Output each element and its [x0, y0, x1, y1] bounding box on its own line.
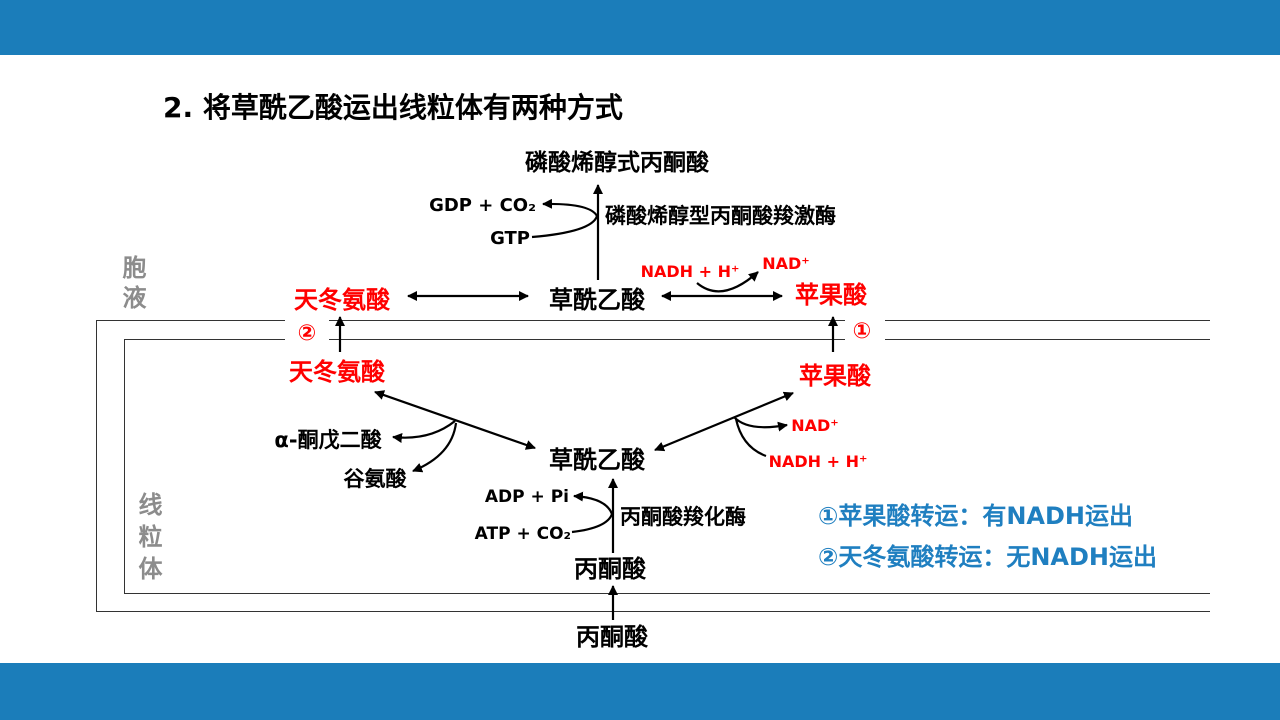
slide-title: 2. 将草酰乙酸运出线粒体有两种方式 [163, 91, 623, 124]
malate-transport-mark: ① [853, 319, 872, 344]
aspartate-mito-label: 天冬氨酸 [289, 358, 386, 386]
pyruvate-mito-label: 丙酮酸 [574, 555, 647, 583]
inner-mitochondrial-membrane [124, 339, 1210, 594]
aspartate-cytosol-label: 天冬氨酸 [294, 286, 391, 314]
aspartate-transport-mark: ② [298, 321, 317, 346]
glutamate-label: 谷氨酸 [344, 467, 408, 491]
top-banner [0, 0, 1280, 55]
arrow-atp-to-adp [571, 491, 614, 534]
outer-mitochondrial-membrane [96, 320, 1210, 612]
nadh-cytosol-label: NADH + H⁺ [641, 262, 740, 281]
legend-aspartate-shuttle: ②天冬氨酸转运：无NADH运出 [818, 543, 1157, 571]
arrow-nadh-to-nad-cytosol [696, 271, 759, 293]
bottom-banner [0, 663, 1280, 720]
nad-mito-label: NAD⁺ [791, 416, 839, 435]
adp-pi-label: ADP + Pi [485, 487, 569, 507]
pyruvate-cytosol-label: 丙酮酸 [576, 623, 649, 651]
alpha-kg-label: α-酮戊二酸 [274, 428, 382, 452]
legend-malate-shuttle: ①苹果酸转运：有NADH运出 [818, 502, 1133, 530]
atp-co2-label: ATP + CO₂ [475, 524, 571, 544]
cytosol-compartment-label: 胞液 [118, 255, 146, 315]
aspartate-transporter-gap [285, 314, 329, 346]
arrow-oaa-malate-mito [654, 391, 794, 452]
nad-cytosol-label: NAD⁺ [762, 254, 810, 273]
arrow-to-alpha-kg [392, 420, 456, 443]
malate-mito-label: 苹果酸 [799, 362, 872, 390]
nadh-mito-label: NADH + H⁺ [769, 452, 868, 471]
arrow-to-nad-mito [733, 416, 788, 432]
arrow-gtp-to-gdp [531, 198, 599, 239]
malate-transporter-gap [845, 314, 885, 346]
mitochondria-compartment-label: 线粒体 [134, 492, 162, 588]
pyruvate-carboxylase-label: 丙酮酸羧化酶 [620, 505, 746, 529]
pep-label: 磷酸烯醇式丙酮酸 [525, 149, 710, 176]
gtp-label: GTP [490, 228, 530, 249]
oaa-cytosol-label: 草酰乙酸 [549, 286, 646, 314]
pepck-enzyme-label: 磷酸烯醇型丙酮酸羧激酶 [605, 204, 836, 228]
arrow-aspartate-oaa-mito [374, 390, 536, 450]
gdp-co2-label: GDP + CO₂ [429, 195, 536, 216]
malate-cytosol-label: 苹果酸 [795, 281, 868, 309]
arrow-to-nadh-mito [734, 418, 767, 458]
arrow-to-glutamate [412, 422, 458, 473]
oaa-mito-label: 草酰乙酸 [549, 446, 646, 474]
